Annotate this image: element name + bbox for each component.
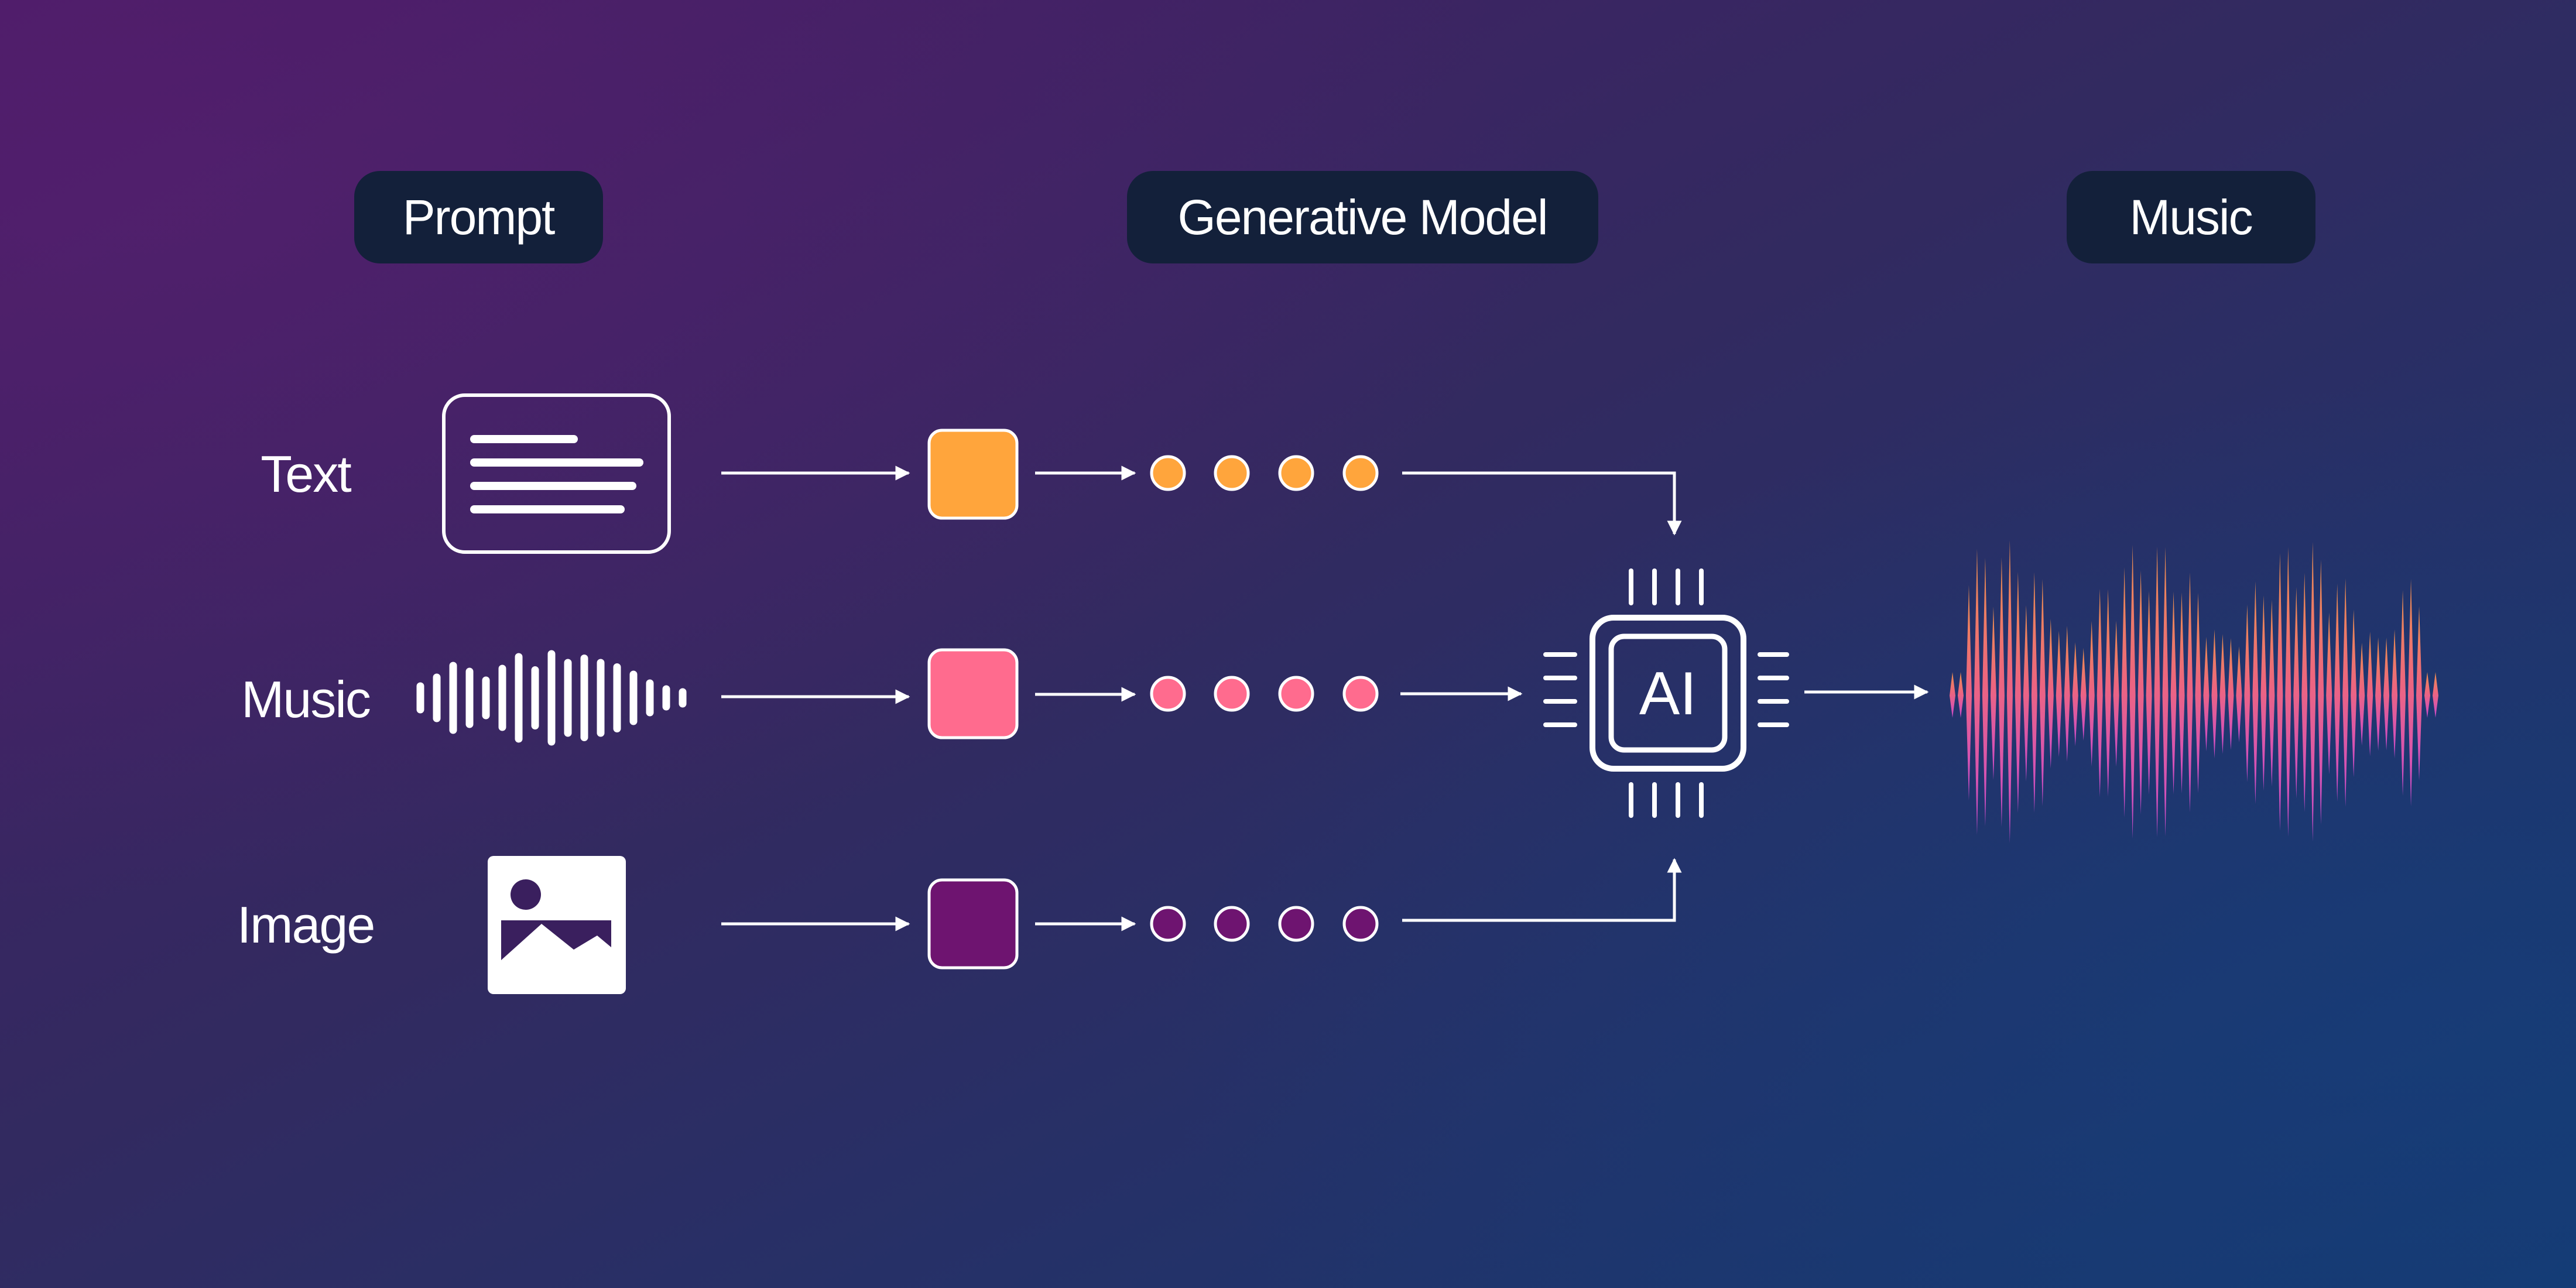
token-square-music	[927, 648, 1019, 739]
token-dots-text	[1150, 455, 1379, 491]
output-waveform-spike	[2023, 605, 2029, 782]
output-waveform-spike	[2416, 606, 2423, 781]
header-prompt-label: Prompt	[403, 190, 555, 245]
model-connectors	[1400, 471, 1682, 922]
music-waveform-icon	[1950, 540, 2438, 844]
output-waveform-spike	[2326, 612, 2332, 775]
output-waveform-spike	[2244, 604, 2250, 782]
output-waveform-spike	[2392, 629, 2398, 759]
output-waveform-spike	[2080, 648, 2087, 741]
output-waveform-spike	[2146, 591, 2152, 795]
text-document-icon	[442, 393, 671, 554]
output-waveform-spike	[2006, 540, 2013, 844]
header-model: Generative Model	[1127, 171, 1598, 263]
output-waveform-spike	[2375, 637, 2382, 751]
output-waveform-spike	[2072, 642, 2078, 746]
header-model-label: Generative Model	[1177, 190, 1547, 245]
output-waveform-spike	[2285, 547, 2291, 837]
row-label-music: Music	[241, 670, 370, 728]
output-waveform-spike	[1957, 672, 1964, 718]
output-waveform-spike	[2342, 578, 2349, 807]
output-waveform-spike	[2424, 672, 2431, 718]
output-waveform-spike	[2129, 544, 2136, 839]
output-waveform-spike	[2219, 633, 2226, 754]
output-waveform-spike	[2154, 546, 2160, 837]
output-waveform-spike	[2367, 631, 2373, 756]
output-waveform-spike	[2113, 621, 2119, 767]
header-output: Music	[2067, 171, 2315, 263]
output-waveform-spike	[2228, 638, 2234, 750]
output-waveform-spike	[2211, 629, 2218, 759]
output-waveform-spike	[2015, 571, 2021, 813]
output-waveform-spike	[2064, 625, 2070, 762]
token-arrows	[1035, 465, 1136, 931]
output-waveform-spike	[2088, 621, 2095, 766]
output-waveform-spike	[1998, 557, 2005, 827]
token-square-image	[927, 878, 1019, 970]
output-waveform-spike	[2408, 578, 2414, 807]
output-waveform-spike	[2383, 638, 2390, 751]
output-waveform-spike	[2195, 592, 2201, 793]
output-waveform-spike	[2359, 642, 2365, 746]
output-waveform-spike	[2351, 609, 2357, 777]
output-waveform-spike	[2260, 595, 2267, 791]
audio-waveform-icon	[416, 650, 687, 746]
output-waveform-spike	[2031, 572, 2037, 813]
ai-chip-label: AI	[1639, 660, 1697, 728]
output-waveform-spike	[1974, 549, 1980, 835]
output-waveform-spike	[2301, 573, 2308, 813]
output-waveform-spike	[2137, 570, 2144, 815]
output-waveform-spike	[2178, 592, 2185, 794]
output-waveform-spike	[2310, 542, 2316, 842]
output-waveform-spike	[1982, 557, 1988, 827]
output-waveform-spike	[2039, 579, 2046, 806]
output-waveform-spike	[2236, 646, 2242, 742]
output-waveform-spike	[2277, 553, 2283, 831]
output-waveform-spike	[1965, 585, 1972, 801]
output-waveform-spike	[2252, 581, 2259, 804]
header-output-label: Music	[2129, 190, 2252, 245]
output-waveform-spike	[2433, 672, 2438, 718]
output-waveform-spike	[2121, 567, 2128, 818]
output-waveform-spike	[1950, 672, 1955, 718]
token-dots-image	[1150, 906, 1379, 942]
ai-chip-icon	[1543, 568, 1789, 818]
header-prompt: Prompt	[354, 171, 603, 263]
token-square-text	[927, 429, 1019, 520]
output-waveform-spike	[2293, 587, 2300, 799]
output-waveform-spike	[2269, 600, 2275, 787]
output-waveform-spike	[2105, 589, 2111, 797]
output-waveform-spike	[2318, 559, 2324, 825]
output-waveform-spike	[2097, 588, 2103, 797]
row-label-text: Text	[261, 445, 351, 503]
output-waveform-spike	[2203, 636, 2210, 752]
output-waveform-spike	[2187, 573, 2193, 813]
row-label-image: Image	[237, 896, 375, 954]
output-waveform-spike	[2047, 618, 2054, 769]
output-waveform-spike	[2334, 584, 2341, 802]
output-waveform-spike	[2400, 590, 2406, 796]
output-waveform-spike	[2170, 591, 2177, 794]
output-waveform-spike	[2162, 547, 2169, 837]
token-dots-music	[1150, 676, 1379, 712]
output-waveform-spike	[1990, 607, 1996, 780]
output-waveform-spike	[2056, 631, 2062, 757]
input-arrows	[721, 465, 910, 931]
image-icon	[488, 856, 626, 994]
